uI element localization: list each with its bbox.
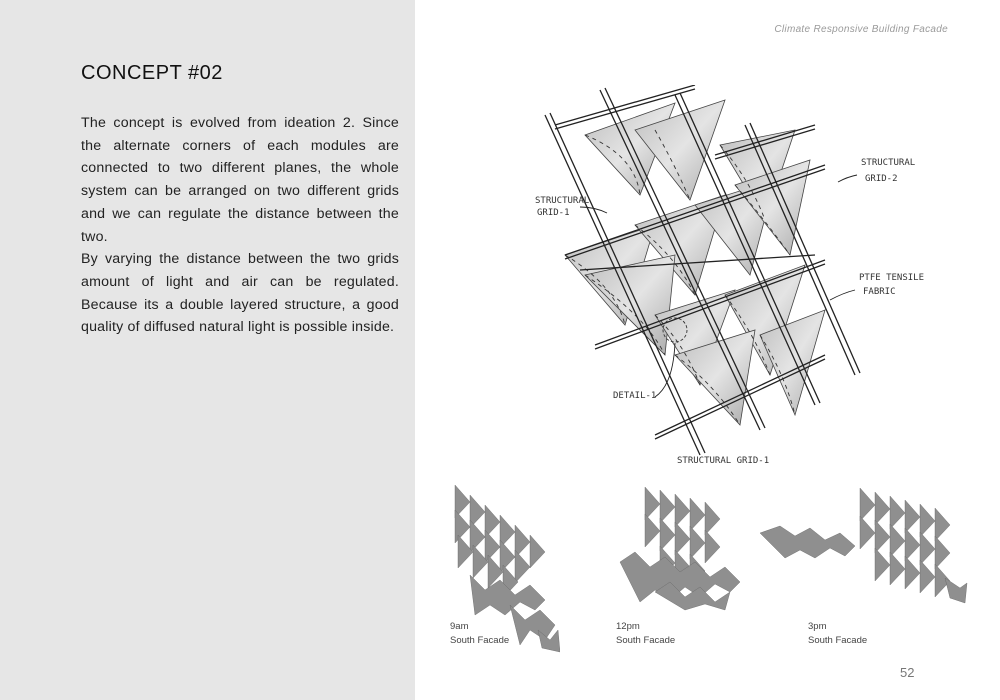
- label-detail-1: DETAIL-1: [613, 391, 656, 401]
- concept-paragraph-1: The concept is evolved from ideation 2. …: [81, 115, 399, 245]
- svg-text:FABRIC: FABRIC: [863, 287, 896, 297]
- svg-text:GRID-1: GRID-1: [537, 208, 570, 218]
- concept-title: CONCEPT #02: [81, 62, 223, 84]
- diagram-3pm: [759, 487, 968, 604]
- grid-rods: [544, 85, 861, 456]
- diagram-facade-9am: South Facade: [450, 635, 510, 646]
- structural-grid-sketch: STRUCTURAL GRID-1 STRUCTURAL GRID-2 PTFE…: [535, 85, 924, 466]
- diagram-facade-12pm: South Facade: [616, 635, 676, 646]
- sketch-caption: STRUCTURAL GRID-1: [677, 456, 769, 466]
- svg-text:GRID-2: GRID-2: [865, 174, 898, 184]
- label-structural-grid-2: STRUCTURAL: [861, 158, 915, 168]
- page-number: 52: [900, 665, 915, 680]
- label-ptfe-fabric: PTFE TENSILE: [859, 273, 924, 283]
- diagram-12pm: [619, 486, 741, 611]
- concept-paragraph-2: By varying the distance between the two …: [81, 251, 399, 336]
- left-text-panel: [0, 0, 415, 700]
- concept-description: The concept is evolved from ideation 2. …: [81, 112, 399, 339]
- page-header: Climate Responsive Building Facade: [774, 24, 948, 35]
- diagram-time-3pm: 3pm: [808, 621, 827, 632]
- diagram-time-9am: 9am: [450, 621, 469, 632]
- diagram-9am: [454, 484, 560, 653]
- diagram-time-12pm: 12pm: [616, 621, 640, 632]
- diagram-facade-3pm: South Facade: [808, 635, 868, 646]
- label-structural-grid-1: STRUCTURAL: [535, 196, 589, 206]
